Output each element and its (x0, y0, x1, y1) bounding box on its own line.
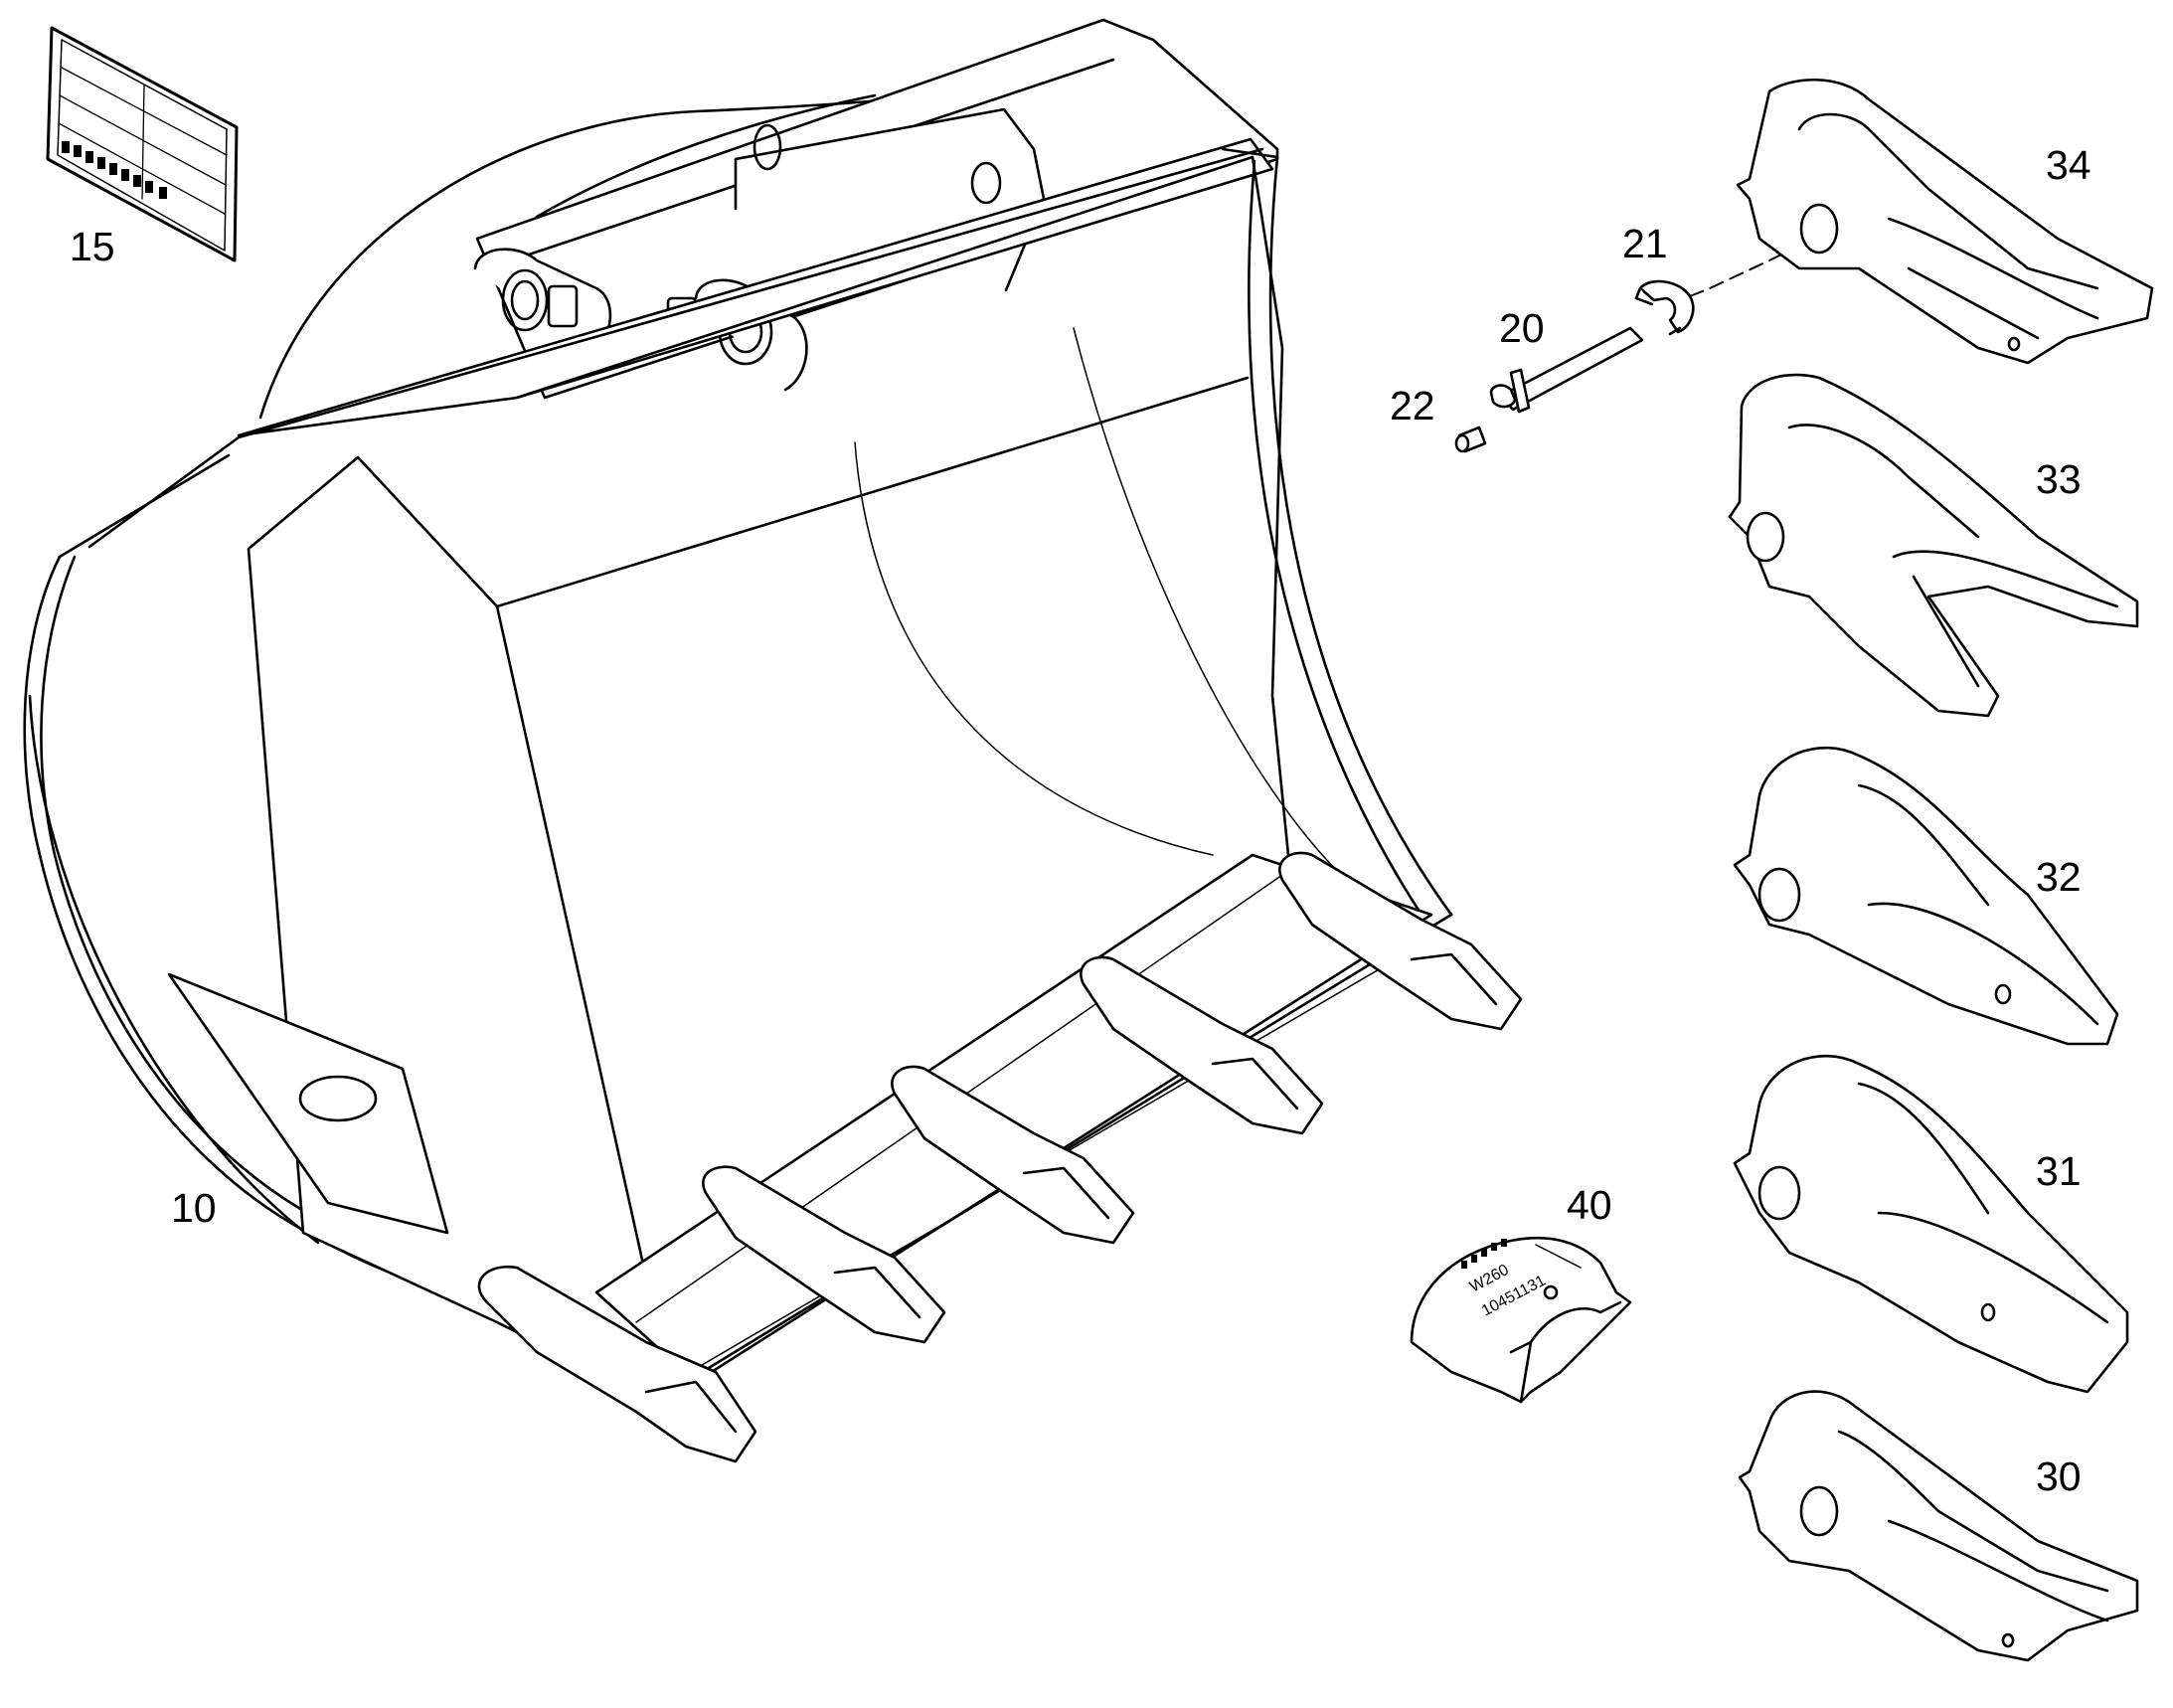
callout-31: 31 (2036, 1148, 2082, 1194)
callout-21: 21 (1622, 221, 1668, 266)
callout-32: 32 (2036, 854, 2082, 900)
tooth-31 (1733, 1054, 2129, 1394)
pin-20 (1489, 326, 1644, 414)
tooth-33 (1728, 373, 2139, 718)
callout-22: 22 (1390, 383, 1435, 428)
bucket-teeth (477, 851, 1523, 1463)
callout-15: 15 (70, 224, 115, 269)
retainer-21 (1634, 250, 1790, 336)
cap-40: W260 10451131 (1410, 1237, 1632, 1404)
callout-20: 20 (1499, 305, 1545, 351)
tooth-32 (1733, 746, 2119, 1046)
callout-33: 33 (2036, 456, 2082, 502)
callout-30: 30 (2036, 1453, 2082, 1499)
callout-10: 10 (171, 1185, 217, 1231)
tooth-34 (1736, 79, 2154, 365)
type-plate (46, 26, 239, 262)
callout-40: 40 (1567, 1182, 1612, 1228)
callout-34: 34 (2046, 142, 2091, 188)
plug-22 (1454, 426, 1487, 453)
tooth-30 (1738, 1390, 2139, 1662)
